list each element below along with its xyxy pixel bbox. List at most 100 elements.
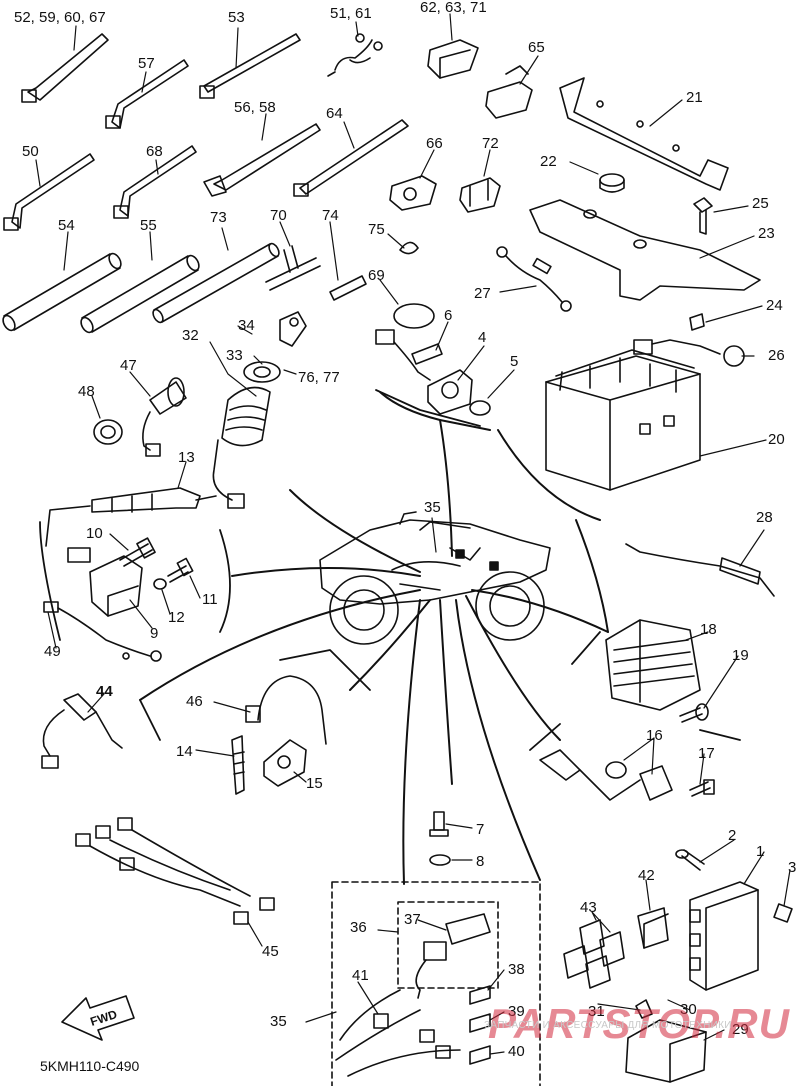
spark-plug-cap-13 bbox=[91, 487, 217, 513]
washer-8 bbox=[429, 854, 451, 866]
callout-53: 53 bbox=[228, 9, 245, 26]
fuses-38-39-40 bbox=[469, 985, 491, 1065]
callout-35-box: 35 bbox=[270, 1013, 287, 1030]
callout-43: 43 bbox=[580, 899, 597, 916]
cover-23 bbox=[529, 199, 761, 301]
battery-20 bbox=[545, 349, 701, 491]
main-switch-32 bbox=[212, 386, 271, 509]
callout-18: 18 bbox=[700, 621, 717, 638]
fwd-arrow bbox=[61, 995, 135, 1041]
wire-harness-45 bbox=[75, 817, 275, 925]
clip-75 bbox=[399, 241, 419, 255]
damper-22 bbox=[599, 173, 625, 193]
watermark-caption: ЗАПЧАСТИ И АКСЕССУАРЫ ДЛЯ МОТОТЕХНИКИ bbox=[484, 1020, 732, 1031]
lead-27 bbox=[496, 246, 572, 312]
clamp-62-63-71 bbox=[427, 39, 479, 79]
callout-7: 7 bbox=[476, 821, 485, 838]
callout-49: 49 bbox=[44, 643, 61, 660]
callout-2: 2 bbox=[728, 827, 737, 844]
callout-11: 11 bbox=[202, 591, 218, 608]
callout-56-58: 56, 58 bbox=[234, 99, 276, 116]
callout-17: 17 bbox=[698, 745, 715, 762]
tube-54 bbox=[2, 252, 122, 332]
joint-70 bbox=[265, 245, 321, 291]
clamp-72 bbox=[459, 177, 501, 213]
callout-30: 30 bbox=[680, 1001, 697, 1018]
callout-3: 3 bbox=[788, 859, 797, 876]
cable-tie-64 bbox=[293, 119, 409, 197]
bolt-2 bbox=[675, 849, 705, 871]
callout-32: 32 bbox=[182, 327, 199, 344]
clip-51-61 bbox=[327, 33, 383, 77]
callout-65: 65 bbox=[528, 39, 545, 56]
callout-50: 50 bbox=[22, 143, 39, 160]
callout-68: 68 bbox=[146, 143, 163, 160]
callout-15: 15 bbox=[306, 775, 323, 792]
callout-9: 9 bbox=[150, 625, 159, 642]
relay-43 bbox=[563, 919, 625, 989]
lead-28 bbox=[625, 543, 775, 597]
callout-23: 23 bbox=[758, 225, 775, 242]
callout-42: 42 bbox=[638, 867, 655, 884]
callout-24: 24 bbox=[766, 297, 783, 314]
bolt-17 bbox=[689, 779, 715, 797]
cable-tie-57 bbox=[105, 59, 189, 129]
callout-74: 74 bbox=[322, 207, 339, 224]
key-34 bbox=[279, 311, 307, 347]
relay-42 bbox=[637, 907, 669, 949]
sensor-4 bbox=[427, 369, 473, 415]
callout-55: 55 bbox=[140, 217, 157, 234]
callout-76-77: 76, 77 bbox=[298, 369, 340, 386]
lead-46 bbox=[245, 675, 327, 745]
rectifier-18 bbox=[605, 619, 701, 711]
bolt-25 bbox=[693, 197, 713, 235]
callout-40: 40 bbox=[508, 1043, 525, 1060]
callout-26: 26 bbox=[768, 347, 785, 364]
diagram-code: 5KMH110-C490 bbox=[40, 1058, 140, 1074]
callout-52-59-60-67: 52, 59, 60, 67 bbox=[14, 9, 106, 26]
ecu-1 bbox=[689, 881, 759, 991]
callout-51-61: 51, 61 bbox=[330, 5, 372, 22]
cable-tie-50 bbox=[3, 153, 95, 231]
cable-tie-52 bbox=[21, 33, 109, 103]
callout-leaders bbox=[35, 13, 791, 1055]
clip-24 bbox=[689, 313, 705, 331]
cable-tie-68 bbox=[113, 145, 197, 219]
tube-55 bbox=[80, 254, 200, 334]
leader-lines bbox=[139, 391, 609, 885]
callout-48: 48 bbox=[78, 383, 95, 400]
callout-20: 20 bbox=[768, 431, 785, 448]
callout-25: 25 bbox=[752, 195, 769, 212]
joint-74 bbox=[329, 275, 367, 301]
nut-33 bbox=[243, 361, 281, 383]
cap-48 bbox=[93, 419, 123, 445]
callout-28: 28 bbox=[756, 509, 773, 526]
sensor-44 bbox=[41, 693, 123, 769]
clamp-66 bbox=[389, 175, 437, 211]
callout-10: 10 bbox=[86, 525, 103, 542]
bracket-21 bbox=[559, 77, 729, 191]
callout-57: 57 bbox=[138, 55, 155, 72]
bolt-10 bbox=[119, 537, 156, 567]
switch-15 bbox=[263, 739, 307, 787]
bolt-19 bbox=[679, 703, 709, 723]
callout-46: 46 bbox=[186, 693, 203, 710]
callout-6: 6 bbox=[444, 307, 453, 324]
callout-22: 22 bbox=[540, 153, 557, 170]
callout-8: 8 bbox=[476, 853, 485, 870]
callout-37: 37 bbox=[404, 911, 421, 928]
callout-39: 39 bbox=[508, 1003, 525, 1020]
callout-34: 34 bbox=[238, 317, 255, 334]
group-brackets bbox=[39, 389, 741, 751]
callout-36: 36 bbox=[350, 919, 367, 936]
callout-41: 41 bbox=[352, 967, 369, 984]
callout-66: 66 bbox=[426, 135, 443, 152]
callout-5: 5 bbox=[510, 353, 519, 370]
callout-38: 38 bbox=[508, 961, 525, 978]
callout-31: 31 bbox=[588, 1003, 605, 1020]
bolt-11 bbox=[167, 557, 194, 583]
cable-tie-53 bbox=[199, 33, 301, 99]
starter-relay-29 bbox=[625, 999, 707, 1083]
group-box-35 bbox=[331, 881, 541, 1086]
